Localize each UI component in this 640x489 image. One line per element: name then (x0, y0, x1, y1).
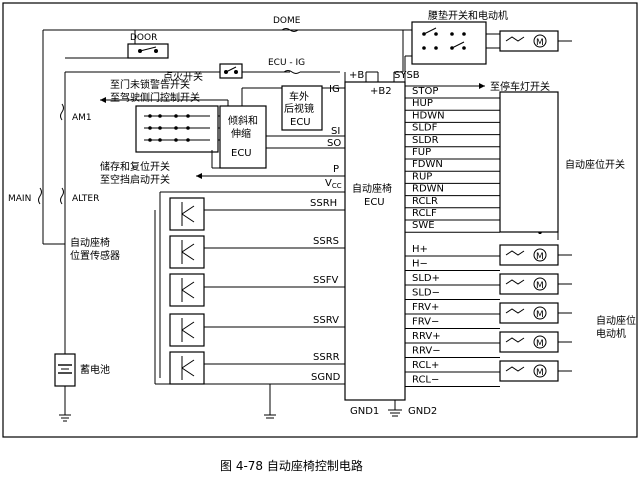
mirror-ecu-label-2: 后视镜 (284, 102, 314, 115)
motor-pin-label: RCL+ (412, 360, 439, 371)
motor-pin-label: RRV+ (412, 331, 441, 342)
seat-motor: M (499, 360, 572, 382)
switch-pin-label: SWE (412, 220, 435, 231)
tilt-ecu-label-1: 倾斜和 (228, 114, 258, 127)
neutral-start-label: 至空挡启动开关 (100, 173, 170, 186)
mirror-ecu-label-1: 车外 (289, 90, 309, 103)
door-switch (127, 43, 169, 59)
motor-pin-label: FRV− (412, 317, 439, 328)
pin-sgnd: SGND (311, 372, 341, 383)
auto-seat-motor-label-2: 电动机 (596, 327, 626, 340)
switch-pin-label: SLDR (412, 135, 439, 146)
plus-b-label: +B (349, 70, 364, 81)
tilt-telescopic-ecu (211, 87, 345, 169)
seat-sensor-label-2: 位置传感器 (70, 249, 120, 262)
pin-si: SI (331, 126, 340, 137)
lumbar-label: 腰垫开关和电动机 (428, 9, 508, 22)
am1-label: AM1 (72, 113, 92, 123)
tilt-ecu-label-2: 伸缩 (231, 127, 251, 140)
motor-pin-label: FRV+ (412, 302, 439, 313)
switch-pin-group: STOPHUPHDWNSLDFSLDRFUPFDWNRUPRDWNRCLRRCL… (405, 86, 542, 387)
fuse-symbols (38, 28, 301, 205)
battery-symbol (54, 353, 76, 387)
main-label: MAIN (8, 194, 31, 204)
seat-motor: M (499, 273, 572, 295)
svg-text:M: M (536, 368, 544, 378)
seat-motor: M (499, 302, 572, 324)
position-sensors (169, 197, 205, 385)
auto-seat-switch-block (499, 91, 559, 240)
pin-ssrr: SSRR (313, 352, 340, 363)
figure-caption: 图 4-78 自动座椅控制电路 (220, 458, 363, 473)
pin-ssrs: SSRS (313, 236, 339, 247)
motor-pin-label: SLD− (412, 288, 440, 299)
motor-pin-label: H+ (412, 244, 428, 255)
pin-ssrv: SSRV (313, 315, 339, 326)
auto-seat-switch-label: 自动座位开关 (565, 158, 625, 171)
seat-ecu-label-2: ECU (364, 197, 385, 208)
seat-ecu-label-1: 自动座椅 (352, 182, 392, 195)
memory-reset-arrows (196, 173, 345, 179)
door-label: DOOR (130, 33, 157, 43)
svg-text:M: M (536, 310, 544, 320)
switch-pin-label: RCLR (412, 196, 438, 207)
plus-b2-label: +B2 (370, 86, 392, 97)
mirror-ecu-label-3: ECU (290, 117, 311, 128)
svg-text:M: M (536, 339, 544, 349)
gnd2-label: GND2 (408, 406, 437, 417)
warning-arrows (100, 97, 229, 106)
switch-pin-label: FUP (412, 147, 431, 158)
door-unlock-warning-label: 至门未锁警告开关 (110, 78, 190, 91)
seat-sensor-label-1: 自动座椅 (70, 236, 110, 249)
driver-door-control-label: 至驾驶侧门控制开关 (110, 91, 200, 104)
pin-vcc: VCC (325, 178, 342, 190)
tilt-ecu-label-3: ECU (231, 148, 252, 159)
motor-group: M M M M M M (499, 30, 572, 382)
switch-pin-label: RDWN (412, 184, 444, 195)
svg-text:M: M (536, 38, 544, 48)
left-pin-wires (154, 191, 345, 419)
switch-pin-label: FDWN (412, 159, 443, 170)
switch-pin-label: SLDF (412, 123, 438, 134)
mirror-ecu (281, 85, 323, 131)
gnd1-label: GND1 (350, 406, 379, 417)
ecu-ig-label: ECU - IG (268, 58, 305, 68)
ignition-switch (219, 63, 243, 79)
svg-text:M: M (536, 252, 544, 262)
pin-ssrh: SSRH (310, 198, 337, 209)
switch-pin-label: RCLF (412, 208, 437, 219)
diagram-border (2, 2, 638, 438)
motor-pin-label: H− (412, 259, 428, 270)
dome-label: DOME (273, 16, 301, 26)
seat-motor: M (499, 30, 572, 52)
motor-pin-label: RRV− (412, 346, 441, 357)
stop-lamp-label: 至停车灯开关 (490, 80, 550, 93)
switch-pin-label: RUP (412, 171, 432, 182)
ignition-switch-label: 点火开关 (163, 70, 203, 83)
tilt-telescopic-switch (135, 105, 228, 153)
pin-ssfv: SSFV (313, 275, 338, 286)
alter-label: ALTER (72, 194, 99, 204)
motor-pin-label: RCL− (412, 375, 439, 386)
battery-label: 蓄电池 (80, 363, 110, 376)
motor-pin-label: SLD+ (412, 273, 440, 284)
stop-lamp-arrow (405, 83, 485, 89)
auto-seat-motor-label-1: 自动座位 (596, 314, 636, 327)
pin-so: SO (327, 138, 341, 149)
seat-motor: M (499, 244, 572, 266)
pin-p: P (333, 164, 339, 175)
switch-pin-label: STOP (412, 86, 438, 97)
svg-text:M: M (536, 281, 544, 291)
pin-ig: IG (329, 84, 340, 95)
seat-motor: M (499, 331, 572, 353)
memory-reset-label: 储存和复位开关 (100, 160, 170, 173)
ecu-ground (388, 400, 402, 417)
lumbar-switch-motor (404, 21, 500, 82)
switch-pin-label: HDWN (412, 110, 445, 121)
switch-pin-label: HUP (412, 98, 433, 109)
sysb-label: SYSB (394, 70, 420, 81)
seat-ecu-box (344, 22, 413, 401)
